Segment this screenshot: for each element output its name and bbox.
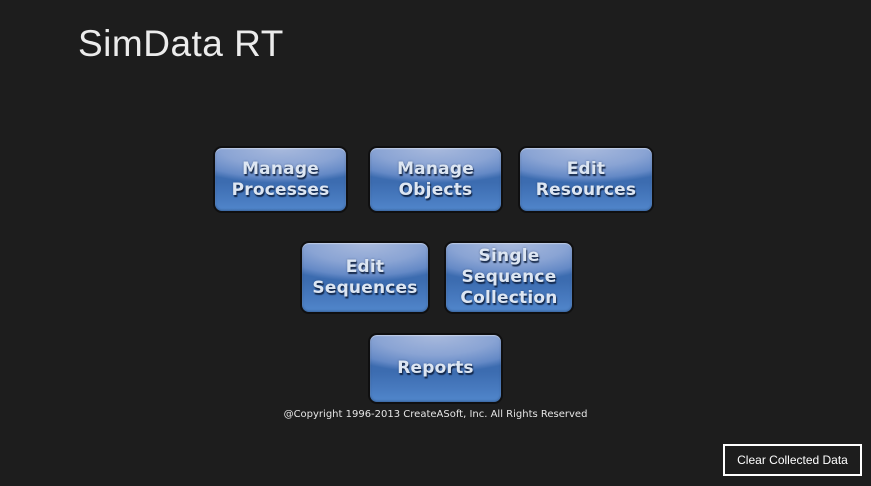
edit-sequences-button[interactable]: Edit Sequences (300, 241, 430, 314)
manage-objects-button[interactable]: Manage Objects (368, 146, 503, 213)
manage-processes-button[interactable]: Manage Processes (213, 146, 348, 213)
clear-collected-data-button[interactable]: Clear Collected Data (723, 444, 862, 476)
single-sequence-collection-button[interactable]: Single Sequence Collection (444, 241, 574, 314)
edit-resources-button[interactable]: Edit Resources (518, 146, 654, 213)
reports-button[interactable]: Reports (368, 333, 503, 404)
copyright-text: @Copyright 1996-2013 CreateASoft, Inc. A… (283, 409, 588, 420)
page-title: SimData RT (78, 23, 284, 64)
